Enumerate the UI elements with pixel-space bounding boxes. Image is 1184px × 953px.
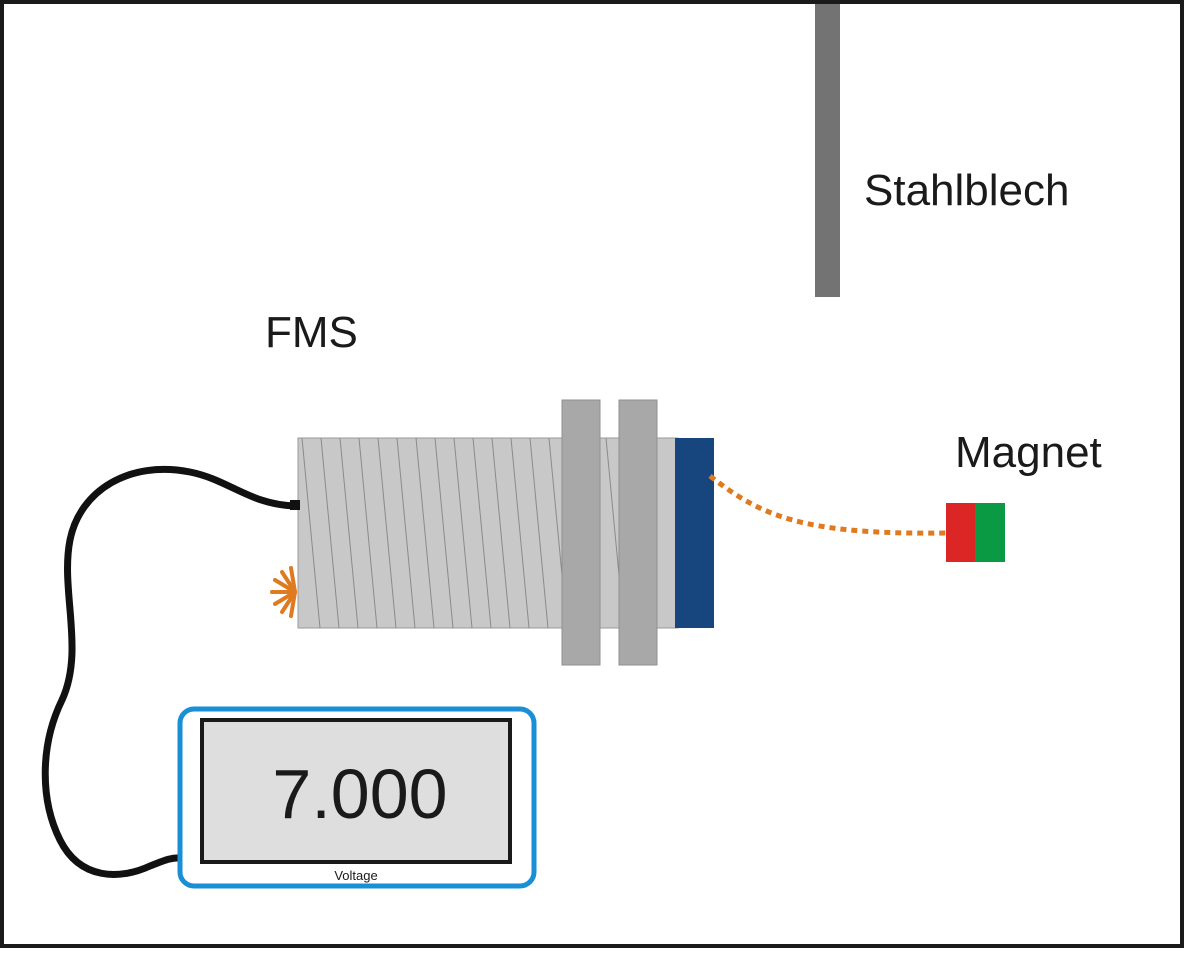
sensor <box>290 399 714 666</box>
thread-line <box>377 437 397 629</box>
thread-line <box>529 437 549 629</box>
sensor-threads <box>301 437 625 629</box>
voltmeter-display <box>200 718 512 864</box>
thread-line <box>491 437 511 629</box>
voltmeter-caption: Voltage <box>334 868 377 883</box>
thread-line <box>510 437 530 629</box>
sensor-cable <box>41 465 300 878</box>
thread-line <box>434 437 454 629</box>
steel-sheet <box>815 4 840 297</box>
thread-line <box>396 437 416 629</box>
magnetic-field-line <box>708 474 947 536</box>
sensor-label: FMS <box>265 308 358 357</box>
thread-line <box>320 437 340 629</box>
thread-line <box>415 437 435 629</box>
thread-line <box>339 437 359 629</box>
voltmeter: 7.000 Voltage <box>177 706 537 889</box>
thread-line <box>472 437 492 629</box>
magnet-north-pole <box>946 503 975 562</box>
led-burst-icon <box>270 566 297 618</box>
sensor-nut-right <box>618 399 658 666</box>
voltmeter-reading: 7.000 <box>272 755 447 833</box>
steel-sheet-label: Stahlblech <box>864 166 1069 215</box>
thread-line <box>358 437 378 629</box>
magnet-label: Magnet <box>955 428 1102 477</box>
sensor-nut-left <box>561 399 601 666</box>
thread-line <box>301 437 321 629</box>
magnet-south-pole <box>975 503 1005 562</box>
sensor-face <box>675 438 714 628</box>
thread-line <box>453 437 473 629</box>
